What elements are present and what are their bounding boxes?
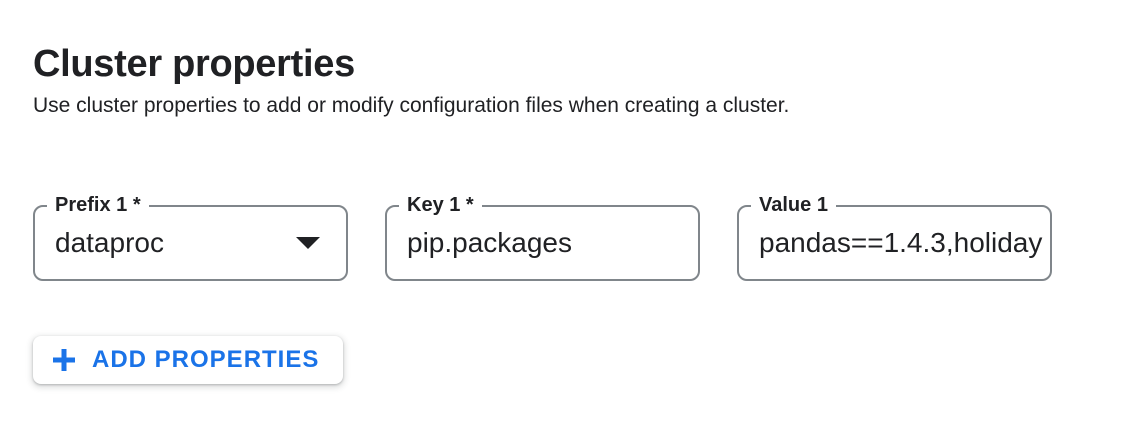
- property-fields-row: Prefix 1 * dataproc Key 1 * Value 1: [33, 192, 1052, 281]
- page-title: Cluster properties: [33, 43, 355, 86]
- value-input[interactable]: [739, 227, 1050, 259]
- key-field-label: Key 1 *: [399, 192, 482, 218]
- value-field-label: Value 1: [751, 192, 836, 218]
- plus-icon: [53, 349, 75, 371]
- prefix-selected-value: dataproc: [55, 227, 164, 258]
- add-properties-label: ADD PROPERTIES: [92, 346, 320, 373]
- page-description: Use cluster properties to add or modify …: [33, 94, 790, 117]
- key-input[interactable]: [387, 227, 698, 259]
- dropdown-arrow-icon: [296, 237, 320, 249]
- value-field: Value 1: [737, 192, 1052, 281]
- key-field: Key 1 *: [385, 192, 700, 281]
- prefix-select[interactable]: Prefix 1 * dataproc: [33, 192, 348, 281]
- add-properties-button[interactable]: ADD PROPERTIES: [33, 336, 344, 384]
- prefix-field-label: Prefix 1 *: [47, 192, 149, 218]
